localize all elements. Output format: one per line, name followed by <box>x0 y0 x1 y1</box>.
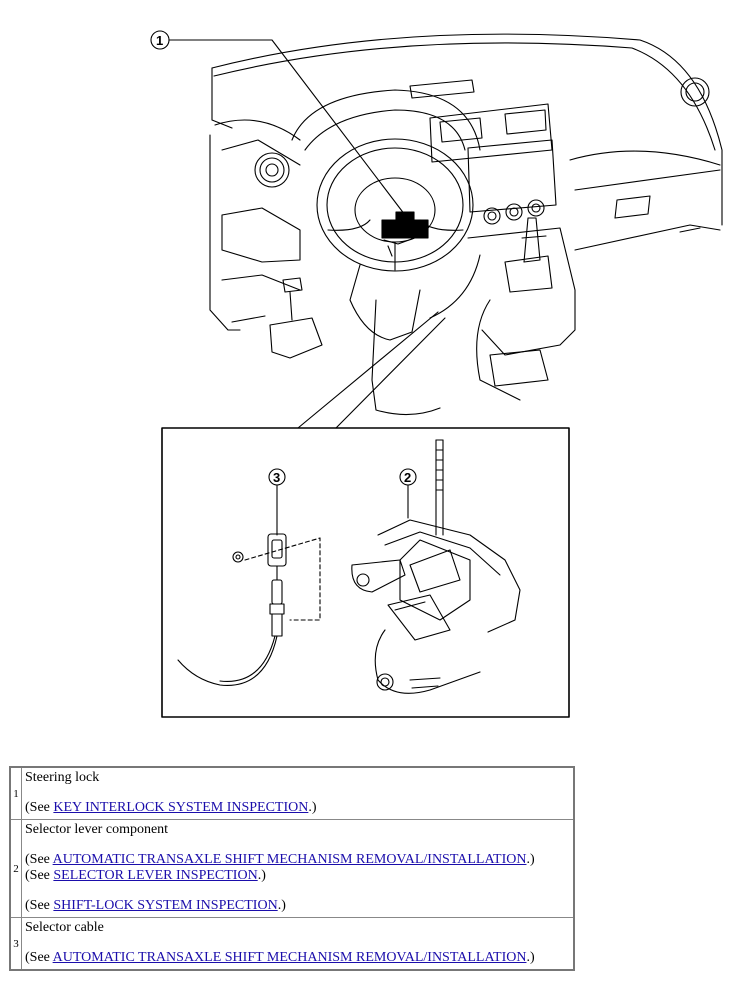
selector-cable-part <box>177 533 321 686</box>
row-number: 1 <box>9 766 22 820</box>
svg-text:2: 2 <box>404 470 411 485</box>
callout-3: 3 <box>268 468 286 536</box>
row-description: Selector cable (See AUTOMATIC TRANSAXLE … <box>21 917 575 971</box>
shift-mechanism-removal-link[interactable]: AUTOMATIC TRANSAXLE SHIFT MECHANISM REMO… <box>52 950 527 965</box>
selector-lever-part <box>351 439 521 694</box>
selector-lever-inspection-link[interactable]: SELECTOR LEVER INSPECTION <box>53 868 258 883</box>
callout-2: 2 <box>399 468 417 519</box>
reference-line: (See SELECTOR LEVER INSPECTION.) <box>25 868 266 883</box>
component-location-illustration: 1 3 2 <box>150 30 723 718</box>
row-number: 2 <box>9 819 22 918</box>
shift-lock-inspection-link[interactable]: SHIFT-LOCK SYSTEM INSPECTION <box>53 898 278 913</box>
reference-line: (See AUTOMATIC TRANSAXLE SHIFT MECHANISM… <box>25 950 535 965</box>
dashboard-drawing <box>209 33 723 416</box>
reference-line: (See AUTOMATIC TRANSAXLE SHIFT MECHANISM… <box>25 852 535 867</box>
reference-line: (See KEY INTERLOCK SYSTEM INSPECTION.) <box>25 800 317 815</box>
row-description: Selector lever component (See AUTOMATIC … <box>21 819 575 918</box>
row-number: 3 <box>9 917 22 971</box>
callout-1: 1 <box>150 30 406 216</box>
reference-line: (See SHIFT-LOCK SYSTEM INSPECTION.) <box>25 898 286 913</box>
zoom-line-right <box>335 317 446 429</box>
table-row: 3 Selector cable (See AUTOMATIC TRANSAXL… <box>9 917 575 971</box>
svg-text:3: 3 <box>273 470 280 485</box>
row-description: Steering lock (See KEY INTERLOCK SYSTEM … <box>21 766 575 820</box>
key-interlock-inspection-link[interactable]: KEY INTERLOCK SYSTEM INSPECTION <box>53 800 309 815</box>
part-name: Steering lock <box>25 770 100 785</box>
steering-lock-part <box>381 211 429 257</box>
shift-mechanism-removal-link[interactable]: AUTOMATIC TRANSAXLE SHIFT MECHANISM REMO… <box>52 852 527 867</box>
zoom-line-left <box>297 311 439 429</box>
part-name: Selector lever component <box>25 822 169 837</box>
table-row: 2 Selector lever component (See AUTOMATI… <box>9 819 575 918</box>
part-name: Selector cable <box>25 920 104 935</box>
detail-view-frame <box>161 427 570 718</box>
svg-text:1: 1 <box>156 33 163 48</box>
parts-reference-table: 1 Steering lock (See KEY INTERLOCK SYSTE… <box>9 766 575 971</box>
table-row: 1 Steering lock (See KEY INTERLOCK SYSTE… <box>9 766 575 820</box>
